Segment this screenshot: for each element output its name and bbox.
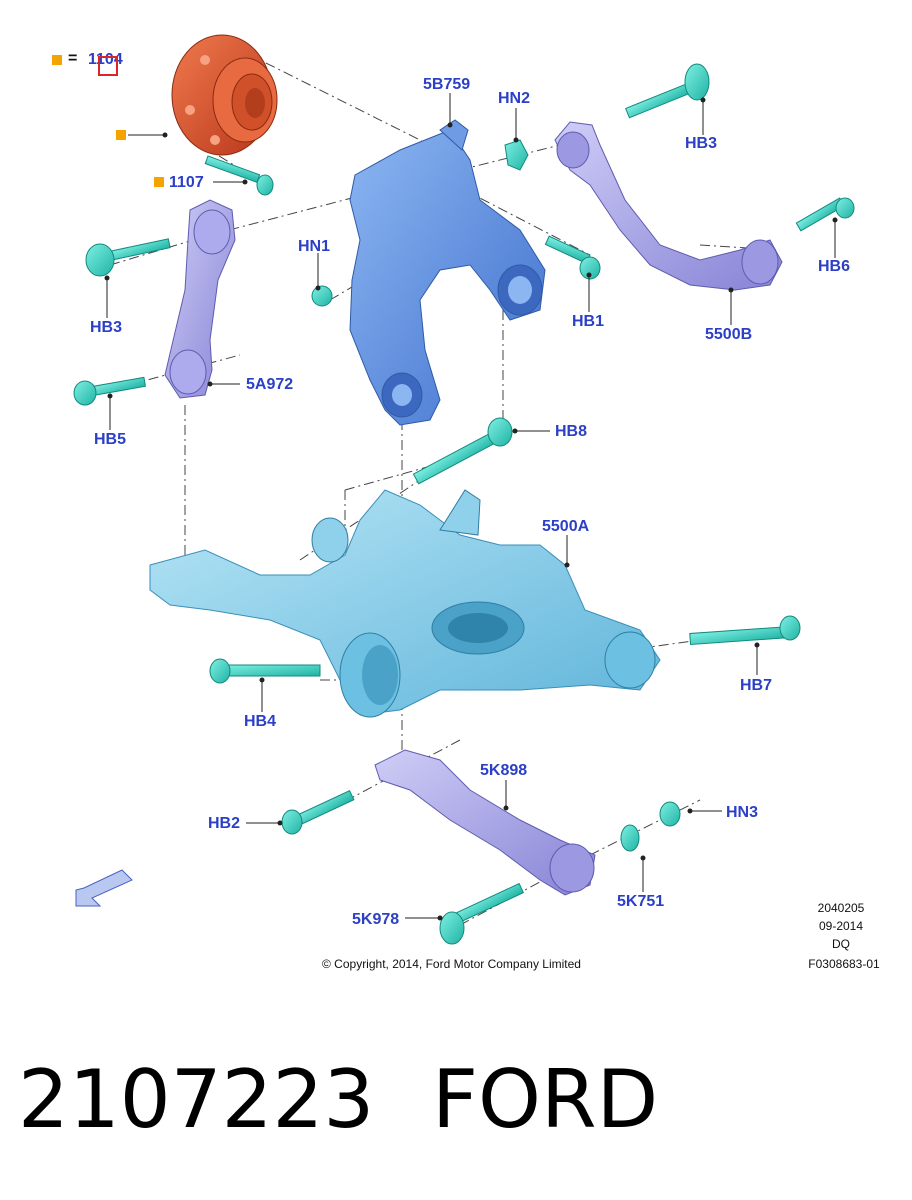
label-hb7[interactable]: HB7 [740, 677, 773, 694]
lower-arm-5500a-icon [149, 489, 661, 718]
meta-date: 09-2014 [818, 919, 864, 933]
part-1107-marker [154, 177, 164, 187]
label-5500b[interactable]: 5500B [705, 326, 753, 343]
label-hn3[interactable]: HN3 [726, 804, 759, 821]
label-5k898[interactable]: 5K898 [480, 762, 528, 779]
label-5500a[interactable]: 5500A [542, 518, 590, 535]
wheel-hub-icon [171, 34, 278, 156]
toe-link-5a972-icon [164, 199, 236, 399]
legend-part-1104[interactable]: 1104 [88, 51, 123, 68]
label-1107[interactable]: 1107 [169, 174, 204, 191]
copyright-text: © Copyright, 2014, Ford Motor Company Li… [322, 957, 581, 971]
knuckle-icon [349, 119, 546, 426]
brand-name: FORD [432, 1053, 659, 1146]
label-5a972[interactable]: 5A972 [246, 376, 294, 393]
part-number: 2107223 [18, 1053, 375, 1146]
label-hb3-top[interactable]: HB3 [685, 135, 718, 152]
label-hb4[interactable]: HB4 [244, 713, 277, 730]
label-hb5[interactable]: HB5 [94, 431, 127, 448]
label-hn1[interactable]: HN1 [298, 238, 331, 255]
label-hb3-left[interactable]: HB3 [90, 319, 123, 336]
legend-equals: = [68, 50, 78, 67]
lower-link-5k898-icon [374, 749, 596, 896]
label-hb6[interactable]: HB6 [818, 258, 851, 275]
direction-arrow-icon [75, 869, 133, 907]
label-hb1[interactable]: HB1 [572, 313, 605, 330]
meta-code: 2040205 [817, 901, 865, 915]
selection-highlight [98, 56, 118, 76]
label-hb2[interactable]: HB2 [208, 815, 241, 832]
upper-arm-5500b-icon [554, 121, 783, 291]
label-hn2[interactable]: HN2 [498, 90, 531, 107]
exploded-suspension-diagram [73, 34, 855, 945]
label-5b759[interactable]: 5B759 [423, 76, 471, 93]
label-hb8[interactable]: HB8 [555, 423, 588, 440]
legend-marker [52, 55, 62, 65]
label-5k751[interactable]: 5K751 [617, 893, 665, 910]
meta-figure: F0308683-01 [808, 957, 880, 971]
meta-region: DQ [832, 937, 850, 951]
hub-marker [116, 130, 126, 140]
label-5k978[interactable]: 5K978 [352, 911, 400, 928]
